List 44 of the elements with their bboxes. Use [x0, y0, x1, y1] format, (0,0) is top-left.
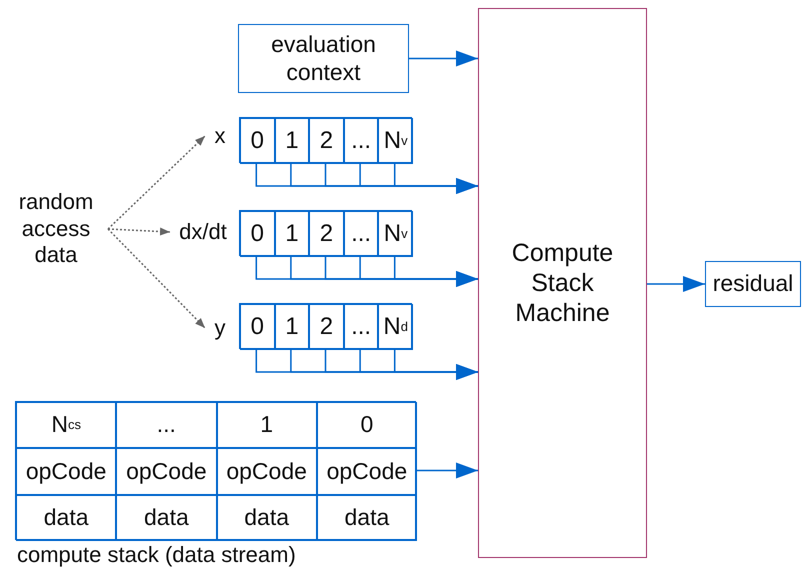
dotted-arrow: [107, 135, 206, 230]
text-label: random access data: [4, 186, 108, 272]
stack-table: [15, 401, 416, 540]
arrow: [647, 276, 705, 292]
process-box: evaluation context: [238, 24, 409, 93]
array-cell: 0: [240, 304, 275, 350]
array-cell: ...: [344, 304, 378, 350]
table-cell: data: [116, 494, 216, 541]
table-cell: opCode: [16, 448, 116, 495]
machine-box: Compute Stack Machine: [478, 8, 647, 558]
arrow: [409, 50, 478, 66]
array-cell: 2: [309, 304, 344, 350]
table-cell: opCode: [116, 448, 216, 495]
table-cell: opCode: [216, 448, 317, 495]
process-box: residual: [705, 261, 801, 307]
table-cell: opCode: [316, 448, 417, 495]
array-box: [239, 210, 412, 256]
array-cell: ...: [344, 211, 378, 257]
dotted-arrow: [108, 228, 170, 236]
array-cell: 2: [309, 118, 344, 164]
table-cell: ...: [116, 402, 216, 448]
arrow: [394, 349, 478, 380]
table-cell: data: [16, 494, 116, 541]
text-label: x: [205, 121, 235, 151]
array-cell: 1: [274, 211, 310, 257]
arrow: [394, 256, 478, 287]
table-cell: data: [316, 494, 417, 541]
array-box: [239, 117, 412, 163]
caption-text: compute stack (data stream): [17, 542, 296, 568]
text-label: y: [205, 312, 235, 344]
table-cell: 1: [216, 402, 317, 448]
array-cell: 1: [274, 118, 310, 164]
arrow: [416, 462, 478, 478]
text-label: dx/dt: [170, 216, 236, 248]
array-cell: 2: [309, 211, 344, 257]
array-box: [239, 303, 412, 349]
dotted-arrow: [107, 228, 206, 329]
arrow: [394, 163, 478, 194]
array-cell: 1: [274, 304, 310, 350]
array-cell: 0: [240, 118, 275, 164]
table-cell: 0: [316, 402, 417, 448]
array-cell: 0: [240, 211, 275, 257]
array-cell: ...: [344, 118, 378, 164]
table-cell: data: [216, 494, 317, 541]
